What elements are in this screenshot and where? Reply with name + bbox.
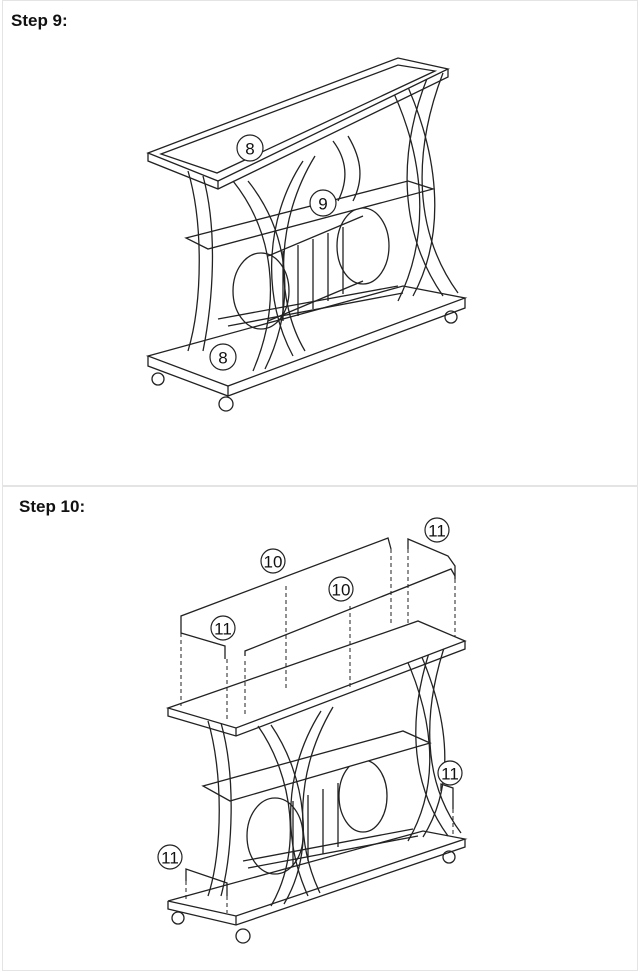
line-art bbox=[442, 850, 456, 864]
callout-label: 10 bbox=[332, 581, 351, 600]
line-art bbox=[415, 638, 462, 837]
line-art bbox=[171, 911, 185, 925]
line-art bbox=[157, 844, 183, 870]
line-art bbox=[232, 252, 290, 330]
callout-part-11: 11 bbox=[437, 760, 463, 786]
step-9-panel: Step 9: bbox=[2, 0, 638, 486]
step-title: Step 10: bbox=[19, 497, 86, 516]
caster-wheel bbox=[218, 396, 234, 412]
rail-part-11 bbox=[407, 538, 456, 579]
line-art bbox=[159, 64, 438, 174]
line-art bbox=[217, 285, 399, 320]
line-art bbox=[187, 170, 214, 352]
step-10-panel: Step 10: bbox=[2, 486, 638, 971]
line-art bbox=[207, 720, 232, 897]
line-art bbox=[260, 548, 286, 574]
callout-label: 11 bbox=[214, 620, 232, 639]
line-art bbox=[336, 207, 390, 285]
top-board bbox=[146, 57, 450, 182]
step-10-diagram: 10 10 11 11 11 11 bbox=[157, 517, 468, 944]
line-art bbox=[236, 134, 264, 162]
callout-label: 11 bbox=[161, 849, 179, 868]
line-art bbox=[242, 828, 414, 862]
line-art bbox=[424, 517, 450, 543]
line-art bbox=[210, 615, 236, 641]
caster-wheel bbox=[444, 310, 458, 324]
callout-label: 8 bbox=[218, 349, 227, 368]
callout-part-10: 10 bbox=[260, 548, 286, 574]
callout-part-11: 11 bbox=[210, 615, 236, 641]
caster-wheel bbox=[151, 372, 165, 386]
callout-part-11: 11 bbox=[157, 844, 183, 870]
callout-part-9: 9 bbox=[309, 189, 337, 217]
line-art bbox=[227, 292, 404, 327]
line-art bbox=[338, 759, 388, 833]
rail-part-10 bbox=[244, 568, 456, 656]
callout-part-10: 10 bbox=[328, 576, 354, 602]
rail-part-11 bbox=[185, 868, 228, 896]
line-art bbox=[406, 72, 459, 297]
callout-part-8: 8 bbox=[209, 343, 237, 371]
step-9-diagram: 8 9 8 bbox=[145, 57, 468, 412]
top-board bbox=[165, 620, 467, 729]
line-art bbox=[235, 928, 251, 944]
step-title: Step 9: bbox=[11, 11, 68, 30]
line-art bbox=[332, 135, 361, 202]
rail-part-11 bbox=[440, 783, 454, 809]
line-art bbox=[437, 760, 463, 786]
callout-label: 10 bbox=[264, 553, 283, 572]
callout-label: 11 bbox=[441, 765, 459, 784]
callout-label: 11 bbox=[428, 522, 446, 541]
line-art bbox=[292, 783, 339, 866]
bottom-board bbox=[145, 285, 468, 387]
line-art bbox=[209, 343, 237, 371]
callout-label: 9 bbox=[318, 195, 327, 214]
line-art bbox=[270, 155, 316, 357]
callout-part-8: 8 bbox=[236, 134, 264, 162]
rail-part-10 bbox=[180, 537, 392, 621]
line-art bbox=[309, 189, 337, 217]
callout-part-11: 11 bbox=[424, 517, 450, 543]
rail-part-11 bbox=[180, 621, 226, 659]
callout-label: 8 bbox=[245, 140, 254, 159]
line-art bbox=[247, 835, 419, 869]
line-art bbox=[387, 75, 436, 302]
bottom-board bbox=[167, 830, 468, 917]
line-art bbox=[328, 576, 354, 602]
line-art bbox=[290, 706, 334, 897]
line-art bbox=[180, 549, 456, 913]
